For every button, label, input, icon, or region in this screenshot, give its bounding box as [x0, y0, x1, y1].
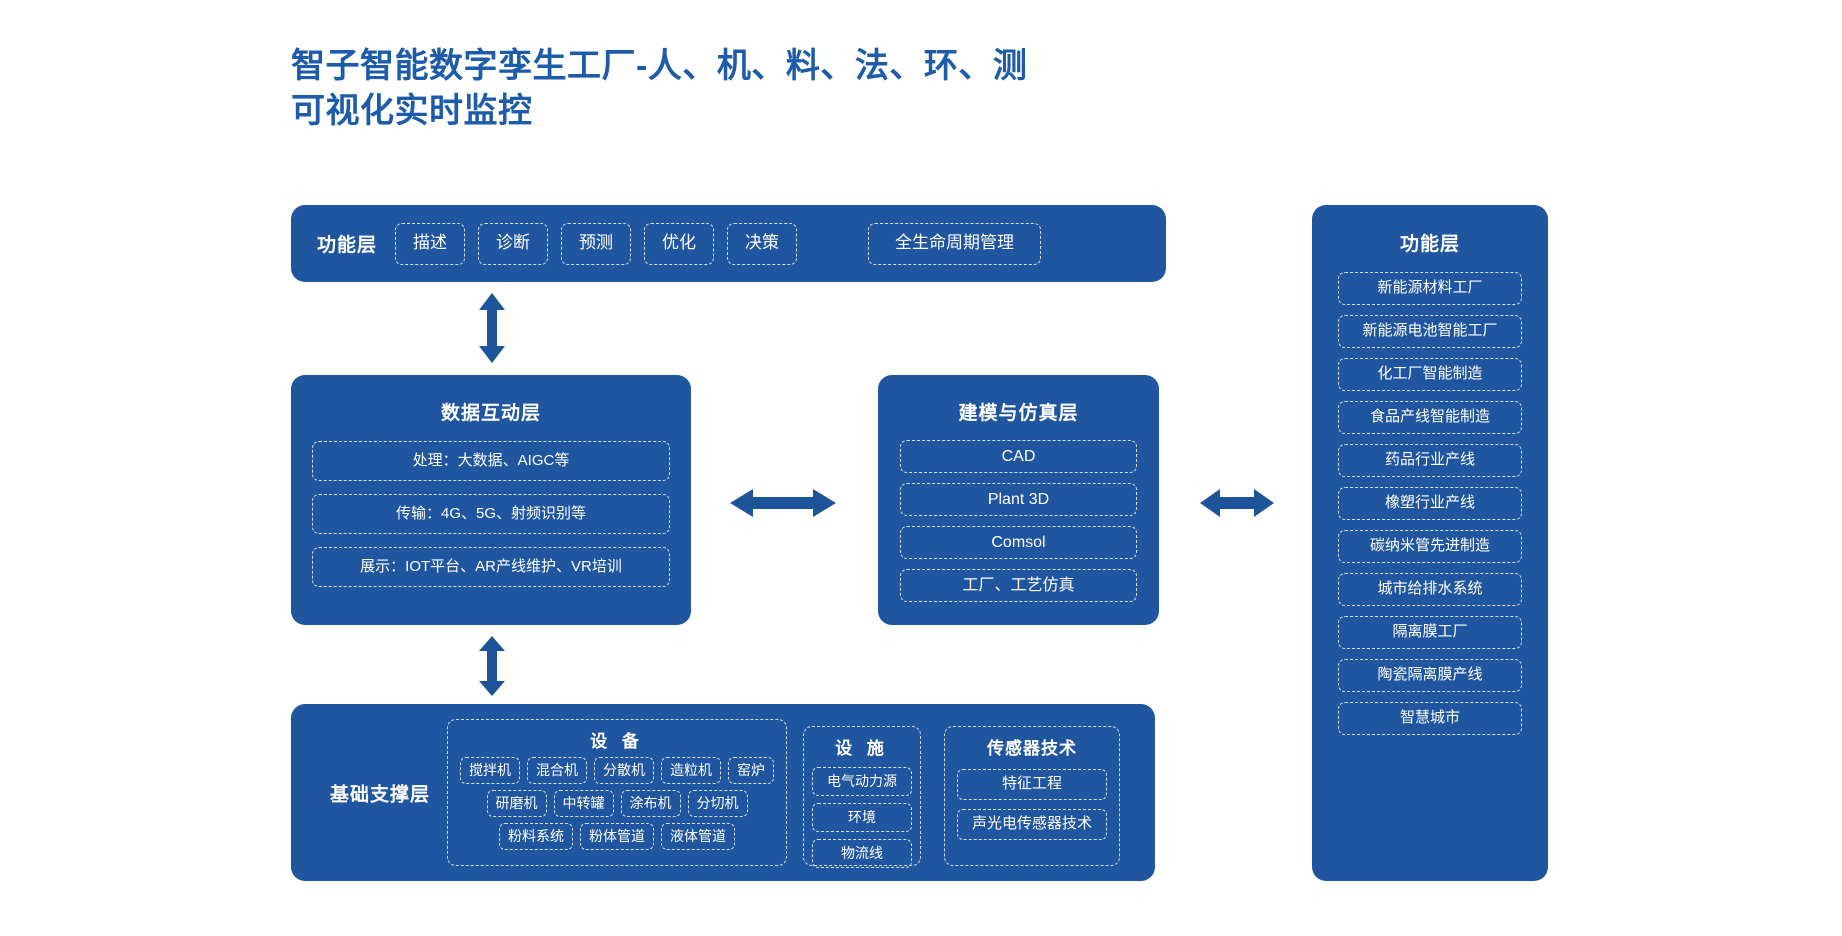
equipment-chip-kiln[interactable]: 窑炉: [728, 757, 774, 784]
equipment-chip-powder-system[interactable]: 粉料系统: [499, 823, 573, 850]
function-chip-diagnose[interactable]: 诊断: [478, 222, 549, 265]
sensor-chip-feature-engineering[interactable]: 特征工程: [957, 769, 1107, 800]
base-layer-label: 基础支撑层: [329, 784, 430, 805]
facility-group: 设 施 电气动力源 环境 物流线: [803, 726, 921, 868]
model-layer-item-comsol[interactable]: Comsol: [900, 526, 1137, 559]
sidebar-item-ceramic-separator-line[interactable]: 陶瓷隔离膜产线: [1338, 659, 1522, 692]
sidebar-item-chemical-plant-smart-manufacturing[interactable]: 化工厂智能制造: [1338, 358, 1522, 391]
equipment-chip-liquid-pipeline[interactable]: 液体管道: [661, 823, 735, 850]
equipment-row-2: 研磨机 中转罐 涂布机 分切机: [448, 790, 786, 817]
equipment-chip-disperser[interactable]: 分散机: [594, 757, 654, 784]
equipment-chip-slitter[interactable]: 分切机: [687, 790, 748, 817]
data-layer-item-processing[interactable]: 处理：大数据、AIGC等: [312, 441, 670, 481]
sensor-chip-acoustic-optical-electrical[interactable]: 声光电传感器技术: [957, 809, 1107, 840]
equipment-row-1: 搅拌机 混合机 分散机 造粒机 窑炉: [448, 757, 786, 784]
arrow-top-vertical: [477, 293, 507, 363]
equipment-chip-grinder[interactable]: 研磨机: [486, 790, 547, 817]
model-layer-item-plant3d[interactable]: Plant 3D: [900, 483, 1137, 516]
equipment-chip-powder-pipeline[interactable]: 粉体管道: [580, 823, 654, 850]
function-layer-label: 功能层: [317, 235, 378, 256]
arrow-bottom-vertical: [477, 636, 507, 696]
data-layer-item-transmission[interactable]: 传输：4G、5G、射频识别等: [312, 494, 670, 534]
sidebar-title: 功能层: [1399, 234, 1460, 255]
facility-chip-logistics-line[interactable]: 物流线: [812, 839, 912, 868]
function-chip-decide[interactable]: 决策: [727, 222, 798, 265]
equipment-group: 设 备 搅拌机 混合机 分散机 造粒机 窑炉 研磨机 中转罐 涂布机 分切机 粉…: [447, 719, 787, 866]
sidebar-item-separator-membrane-factory[interactable]: 隔离膜工厂: [1338, 616, 1522, 649]
function-chip-predict[interactable]: 预测: [561, 222, 632, 265]
sidebar-item-rubber-plastic-line[interactable]: 橡塑行业产线: [1338, 487, 1522, 520]
sidebar-item-pharmaceutical-line[interactable]: 药品行业产线: [1338, 444, 1522, 477]
application-function-layer-panel: 功能层 新能源材料工厂 新能源电池智能工厂 化工厂智能制造 食品产线智能制造 药…: [1312, 205, 1548, 881]
equipment-chip-coater[interactable]: 涂布机: [620, 790, 681, 817]
equipment-row-3: 粉料系统 粉体管道 液体管道: [448, 823, 786, 850]
sidebar-item-new-energy-material-factory[interactable]: 新能源材料工厂: [1338, 272, 1522, 305]
sidebar-item-smart-city[interactable]: 智慧城市: [1338, 702, 1522, 735]
equipment-chip-granulator[interactable]: 造粒机: [661, 757, 721, 784]
page-title: 智子智能数字孪生工厂-人、机、料、法、环、测 可视化实时监控: [291, 47, 1028, 131]
sidebar-item-food-line-smart-manufacturing[interactable]: 食品产线智能制造: [1338, 401, 1522, 434]
equipment-chip-transfer-tank[interactable]: 中转罐: [553, 790, 614, 817]
sidebar-item-carbon-nanotube-advanced-manufacturing[interactable]: 碳纳米管先进制造: [1338, 530, 1522, 563]
model-layer-item-factory-process-simulation[interactable]: 工厂、工艺仿真: [900, 569, 1137, 602]
function-chip-describe[interactable]: 描述: [395, 222, 466, 265]
facility-group-title: 设 施: [835, 739, 889, 758]
sidebar-item-new-energy-battery-smart-factory[interactable]: 新能源电池智能工厂: [1338, 315, 1522, 348]
sensor-technology-group: 传感器技术 特征工程 声光电传感器技术: [944, 726, 1120, 866]
facility-chip-environment[interactable]: 环境: [812, 803, 912, 832]
base-support-layer-panel: 基础支撑层 设 备 搅拌机 混合机 分散机 造粒机 窑炉 研磨机 中转罐 涂布机…: [291, 704, 1155, 881]
model-layer-title: 建模与仿真层: [958, 403, 1079, 424]
sidebar-item-urban-water-supply-drainage-system[interactable]: 城市给排水系统: [1338, 573, 1522, 606]
equipment-group-title: 设 备: [590, 732, 644, 751]
data-interaction-layer-panel: 数据互动层 处理：大数据、AIGC等 传输：4G、5G、射频识别等 展示：IOT…: [291, 375, 691, 625]
modeling-simulation-layer-panel: 建模与仿真层 CAD Plant 3D Comsol 工厂、工艺仿真: [878, 375, 1159, 625]
arrow-mid-horizontal: [730, 486, 836, 520]
data-layer-title: 数据互动层: [440, 403, 541, 424]
equipment-chip-mixer-stirrer[interactable]: 搅拌机: [460, 757, 520, 784]
model-layer-item-cad[interactable]: CAD: [900, 440, 1137, 473]
function-layer-bar: 功能层 描述 诊断 预测 优化 决策 全生命周期管理: [291, 205, 1166, 282]
data-layer-item-presentation[interactable]: 展示：IOT平台、AR产线维护、VR培训: [312, 547, 670, 587]
equipment-chip-blender[interactable]: 混合机: [527, 757, 587, 784]
function-chip-optimize[interactable]: 优化: [644, 222, 715, 265]
facility-chip-electric-power-source[interactable]: 电气动力源: [812, 767, 912, 796]
function-chip-lifecycle-management[interactable]: 全生命周期管理: [868, 222, 1042, 265]
sensor-group-title: 传感器技术: [987, 739, 1077, 758]
arrow-right-horizontal: [1200, 486, 1274, 520]
